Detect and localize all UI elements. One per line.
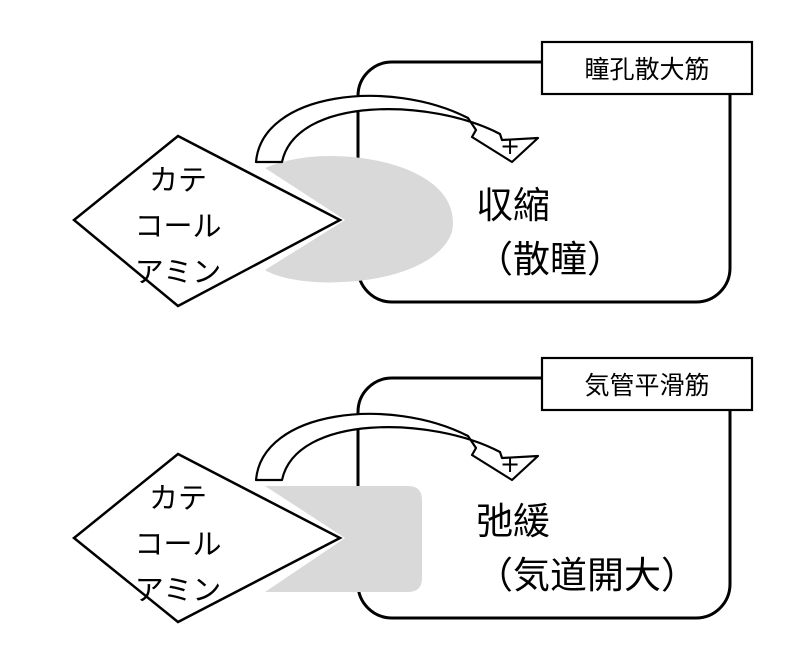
ligand-label-line2: コール (134, 209, 221, 243)
effect-text: 弛緩 (476, 500, 550, 543)
receptor-shape (265, 486, 422, 592)
panel-pupil-dilator: カテ コール アミン + 瞳孔散大筋 収縮 （散瞳） (72, 40, 754, 308)
panel-tracheal-smooth-muscle: カテ コール アミン + 気管平滑筋 弛緩 （気道開大） (72, 356, 754, 624)
ligand-label-line1: カテ (149, 163, 207, 197)
effect-text: 収縮 (476, 184, 550, 227)
tissue-label-box (540, 40, 754, 96)
ligand-label-line2: コール (134, 527, 221, 561)
stimulation-arrow (254, 412, 540, 482)
effect-subtext: （散瞳） (476, 238, 624, 281)
tissue-label-box (540, 356, 754, 412)
ligand-label-line3: アミン (135, 573, 221, 607)
ligand-label-line3: アミン (135, 255, 221, 289)
plus-sign: + (500, 132, 520, 160)
stimulation-arrow (254, 94, 540, 164)
tissue-label: 瞳孔散大筋 (584, 55, 709, 84)
receptor-shape (265, 156, 453, 283)
ligand-diamond (72, 452, 343, 624)
effect-subtext: （気道開大） (476, 554, 698, 597)
tissue-label: 気管平滑筋 (584, 371, 709, 400)
plus-sign: + (500, 450, 520, 478)
ligand-diamond (72, 134, 343, 308)
ligand-label-line1: カテ (149, 481, 207, 515)
